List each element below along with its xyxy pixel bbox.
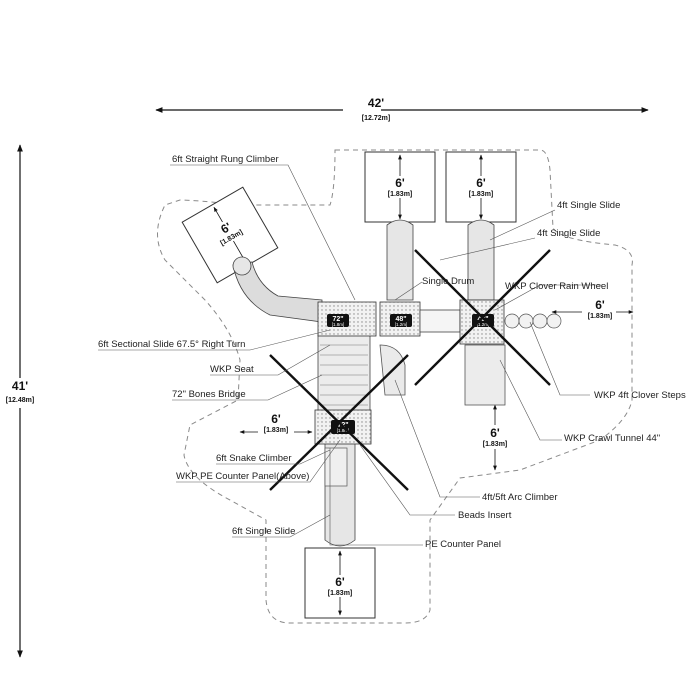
- overall-width-metric: [12.72m]: [362, 115, 390, 122]
- deck-height-metric: [1.8m]: [332, 322, 345, 327]
- overall-depth-label: 41': [12, 379, 28, 393]
- overall-depth-metric: [12.48m]: [6, 397, 34, 404]
- bridge-slats: [320, 344, 368, 406]
- slide-zone-top-left: 6' [1.83m]: [364, 151, 436, 223]
- zone-label: 6': [595, 298, 605, 312]
- overall-width-label: 42': [368, 96, 384, 110]
- leader-lines: [98, 164, 602, 546]
- slide-4ft-right: [467, 219, 495, 301]
- deck-height-metric: [1.2m]: [477, 322, 490, 327]
- zone-label: 6': [476, 176, 486, 190]
- label-4ft-single-slide-upper: 4ft Single Slide: [557, 200, 620, 211]
- zone-metric: [1.83m]: [388, 191, 413, 198]
- deck-height: 48": [395, 316, 406, 323]
- label-4ft-single-slide-lower: 4ft Single Slide: [537, 228, 600, 239]
- label-beads-insert: Beads Insert: [458, 510, 512, 521]
- label-pe-counter-panel: PE Counter Panel: [425, 539, 501, 550]
- support-cross-bottom: [269, 354, 409, 491]
- zone-metric: [1.83m]: [328, 590, 353, 597]
- deck-48-mid: 48" [1.2m]: [390, 314, 412, 327]
- zone-label: 6': [271, 412, 281, 426]
- snake-climber: [324, 447, 348, 487]
- sectional-slide-exit: [232, 256, 252, 276]
- label-single-drum: Single Drum: [422, 276, 474, 287]
- label-arc-climber: 4ft/5ft Arc Climber: [482, 492, 558, 503]
- deck-height-metric: [1.8m]: [337, 428, 350, 433]
- label-wkp-seat: WKP Seat: [210, 364, 254, 375]
- support-cross-right: [414, 249, 551, 386]
- label-clover-steps: WKP 4ft Clover Steps: [594, 390, 686, 401]
- slide-4ft-left: [386, 219, 414, 301]
- dimension-lower-right: 6' [1.83m]: [478, 404, 512, 471]
- safety-zone-boundary: [157, 149, 633, 624]
- zone-metric: [1.83m]: [483, 441, 508, 448]
- dimension-right: 6' [1.83m]: [551, 298, 634, 322]
- label-6ft-single-slide: 6ft Single Slide: [232, 526, 295, 537]
- crawl-tunnel: [419, 309, 461, 333]
- label-bones-bridge: 72" Bones Bridge: [172, 389, 246, 400]
- slide-zone-bottom: 6' [1.83m]: [304, 547, 376, 619]
- label-sectional-slide: 6ft Sectional Slide 67.5° Right Turn: [98, 339, 245, 350]
- overall-depth-dimension: 41' [12.48m]: [2, 144, 42, 658]
- label-straight-rung-climber: 6ft Straight Rung Climber: [172, 154, 279, 165]
- zone-label: 6': [335, 575, 345, 589]
- label-snake-climber: 6ft Snake Climber: [216, 453, 292, 464]
- deck-height: 72": [332, 316, 343, 323]
- deck-height-metric: [1.2m]: [395, 322, 408, 327]
- rain-wheel-panel: [464, 344, 506, 406]
- clover-steps: [504, 313, 562, 329]
- deck-72-top: 72" [1.8m]: [327, 314, 349, 327]
- label-wkp-pe-counter-panel: WKP PE Counter Panel(Above): [176, 471, 309, 482]
- zone-metric: [1.83m]: [264, 427, 289, 434]
- zone-label: 6': [490, 426, 500, 440]
- overall-width-dimension: 42' [12.72m]: [155, 96, 649, 126]
- dimension-left-middle: 6' [1.83m]: [239, 412, 313, 436]
- zone-metric: [1.83m]: [469, 191, 494, 198]
- slide-zone-top-right: 6' [1.83m]: [445, 151, 517, 223]
- slide-zone-left-rotated: 6' [1.83m]: [181, 186, 279, 284]
- label-crawl-tunnel: WKP Crawl Tunnel 44": [564, 433, 660, 444]
- zone-metric: [1.83m]: [588, 313, 613, 320]
- label-clover-rain-wheel: WKP Clover Rain Wheel: [505, 281, 608, 292]
- zone-label: 6': [395, 176, 405, 190]
